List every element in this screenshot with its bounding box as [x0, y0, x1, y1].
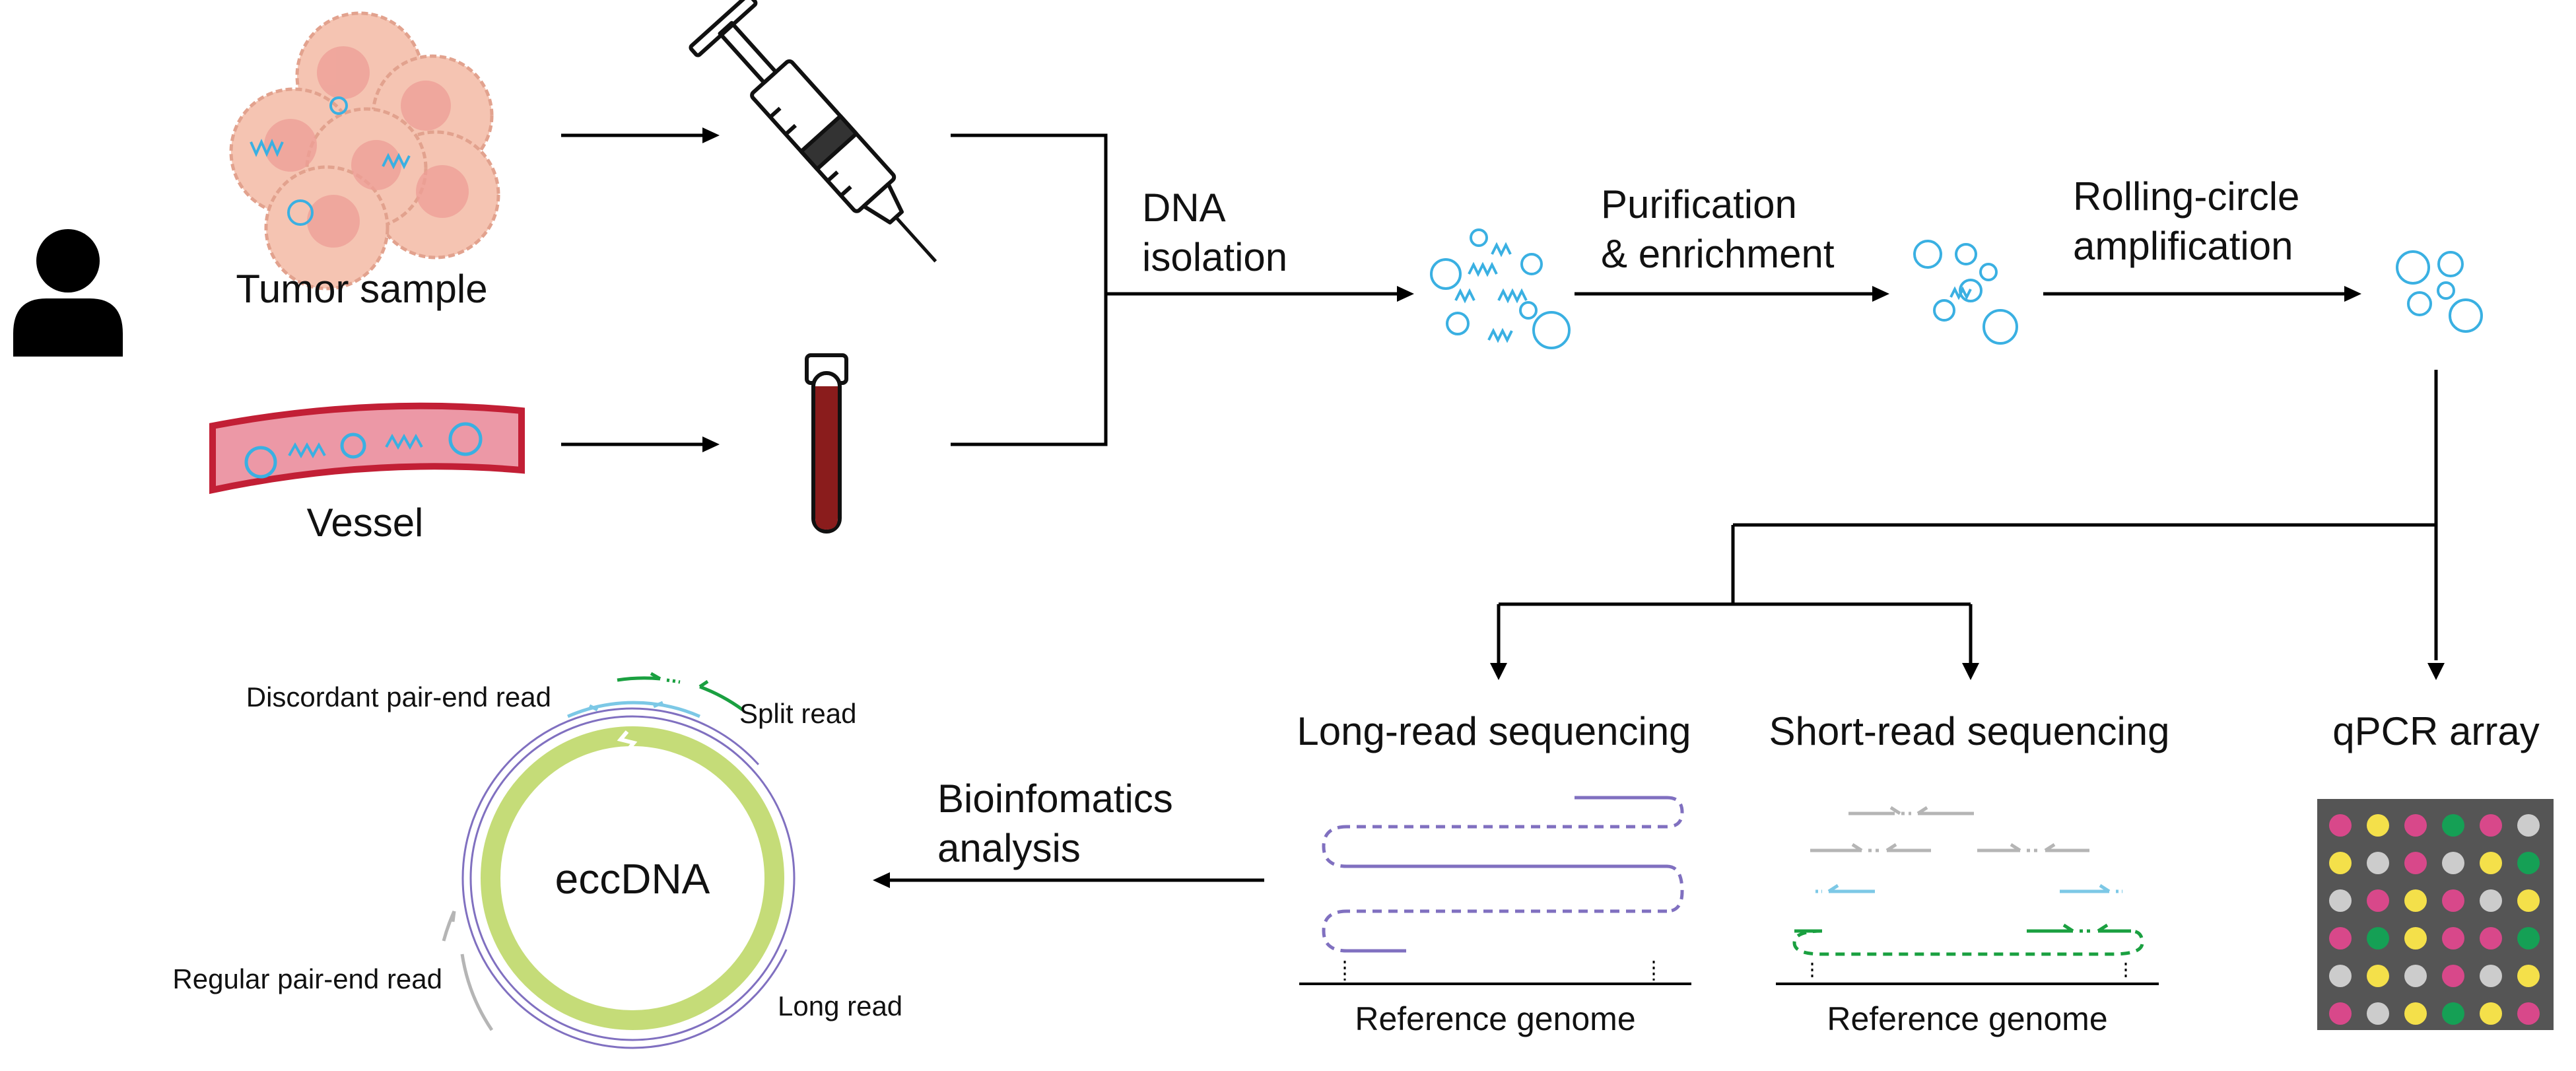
tumor-sample-label: Tumor sample — [236, 267, 487, 311]
qpcr-well — [2329, 965, 2352, 987]
qpcr-well — [2517, 1002, 2540, 1025]
qpcr-well — [2329, 927, 2352, 950]
qpcr-well — [2404, 889, 2427, 912]
branch-arrowheads — [1490, 663, 2445, 680]
qpcr-well — [2517, 965, 2540, 987]
rca-arrow — [2043, 286, 2361, 302]
qpcr-well — [2442, 889, 2464, 912]
qpcr-well — [2404, 965, 2427, 987]
qpcr-well — [2329, 1002, 2352, 1025]
qpcr-plate — [2317, 799, 2554, 1030]
qpcr-well — [2517, 927, 2540, 950]
branch-connector — [1497, 370, 2438, 664]
isolation-bracket — [951, 133, 1400, 446]
qpcr-well — [2404, 852, 2427, 874]
discordant-read-label: Discordant pair-end read — [246, 681, 551, 712]
qpcr-array-label: qPCR array — [2332, 709, 2539, 753]
purification-label-line2: & enrichment — [1601, 232, 1835, 276]
rca-label-line1: Rolling-circle — [2073, 174, 2299, 219]
short-read-sequencing-label: Short-read sequencing — [1769, 709, 2169, 753]
qpcr-well — [2367, 814, 2389, 837]
qpcr-well — [2480, 889, 2502, 912]
qpcr-well — [2517, 852, 2540, 874]
split-read-label: Split read — [739, 698, 856, 729]
qpcr-well — [2367, 965, 2389, 987]
qpcr-well — [2480, 927, 2502, 950]
qpcr-well — [2480, 965, 2502, 987]
purification-arrow — [1575, 286, 1889, 302]
qpcr-well — [2404, 1002, 2427, 1025]
qpcr-well — [2367, 1002, 2389, 1025]
qpcr-well — [2404, 814, 2427, 837]
reference-genome-short-label: Reference genome — [1827, 1000, 2107, 1037]
syringe-icon — [689, 0, 937, 263]
qpcr-well — [2367, 927, 2389, 950]
bioinformatics-label-line1: Bioinfomatics — [937, 777, 1173, 821]
person-icon — [13, 229, 123, 357]
dna-mixture-icon — [1430, 228, 1571, 349]
eccdna-label: eccDNA — [555, 855, 710, 903]
purified-circles-icon — [1913, 240, 2018, 345]
blood-tube-icon — [805, 353, 848, 534]
blood-vessel-icon — [209, 402, 525, 495]
bioinformatics-label-line2: analysis — [937, 826, 1081, 870]
short-read-alignment — [1776, 806, 2159, 985]
qpcr-well — [2404, 927, 2427, 950]
qpcr-well — [2329, 814, 2352, 837]
bioinformatics-arrow — [873, 872, 1264, 888]
eccdna-circle — [442, 672, 803, 1049]
tumor-cells-icon — [229, 11, 500, 291]
qpcr-well — [2367, 852, 2389, 874]
qpcr-well — [2442, 814, 2464, 837]
long-read-alignment — [1299, 796, 1691, 985]
qpcr-well — [2329, 889, 2352, 912]
qpcr-well — [2442, 1002, 2464, 1025]
vessel-label: Vessel — [307, 501, 424, 545]
regular-read-label: Regular pair-end read — [172, 963, 442, 994]
qpcr-well — [2442, 852, 2464, 874]
qpcr-wells — [2329, 814, 2540, 1025]
qpcr-well — [2480, 1002, 2502, 1025]
isolation-arrowhead — [1397, 286, 1414, 302]
qpcr-well — [2517, 889, 2540, 912]
qpcr-well — [2480, 852, 2502, 874]
qpcr-well — [2367, 889, 2389, 912]
long-read-sequencing-label: Long-read sequencing — [1297, 709, 1691, 753]
dna-isolation-label-line2: isolation — [1142, 235, 1287, 279]
dna-isolation-label-line1: DNA — [1142, 186, 1226, 230]
amplified-circles-icon — [2396, 250, 2483, 333]
qpcr-array — [2317, 799, 2554, 1030]
sample-arrows — [561, 127, 720, 452]
qpcr-well — [2517, 814, 2540, 837]
reference-genome-long-label: Reference genome — [1355, 1000, 1635, 1037]
qpcr-well — [2442, 965, 2464, 987]
qpcr-well — [2480, 814, 2502, 837]
qpcr-well — [2329, 852, 2352, 874]
rca-label-line2: amplification — [2073, 224, 2293, 268]
purification-label-line1: Purification — [1601, 182, 1797, 226]
long-read-label: Long read — [778, 990, 902, 1021]
qpcr-well — [2442, 927, 2464, 950]
